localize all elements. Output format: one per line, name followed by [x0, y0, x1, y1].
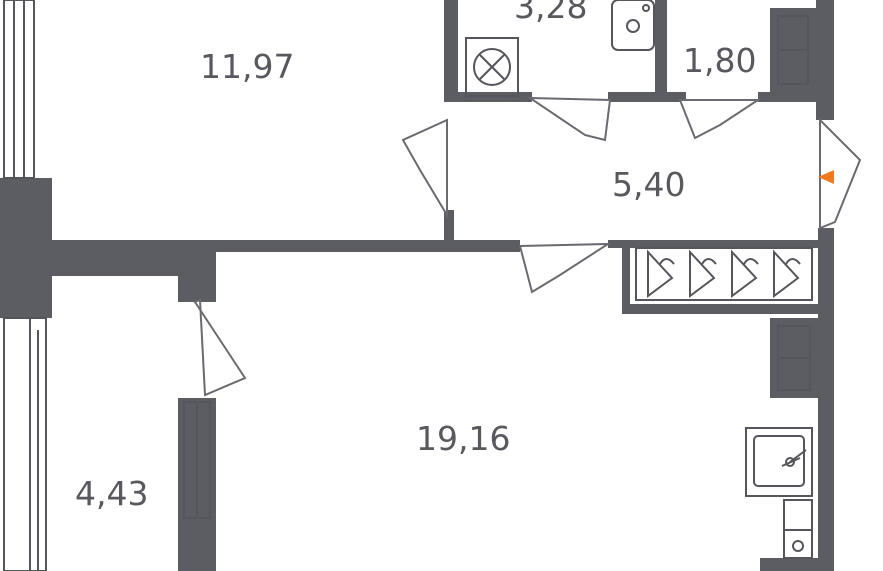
hanger-icon — [773, 249, 801, 298]
room-area-label: 4,43 — [75, 474, 148, 513]
doors — [193, 96, 862, 397]
room-area-label: 1,80 — [683, 41, 756, 80]
hanger-icon — [731, 249, 759, 298]
room-area-label: 3,28 — [514, 0, 587, 26]
washing-machine-icon — [465, 37, 519, 97]
room-area-label: 5,40 — [612, 165, 685, 204]
hanger-icon — [689, 249, 717, 298]
hanger-icon — [647, 249, 675, 298]
washbasin-icon — [611, 0, 655, 51]
wardrobe — [635, 247, 813, 301]
stove-icon — [783, 499, 813, 559]
walls — [0, 0, 834, 571]
kitchen-sink-icon — [745, 427, 813, 497]
entrance-marker-icon — [818, 170, 834, 184]
room-area-label: 11,97 — [200, 47, 294, 86]
room-area-label: 19,16 — [416, 419, 510, 458]
windows — [3, 0, 818, 571]
